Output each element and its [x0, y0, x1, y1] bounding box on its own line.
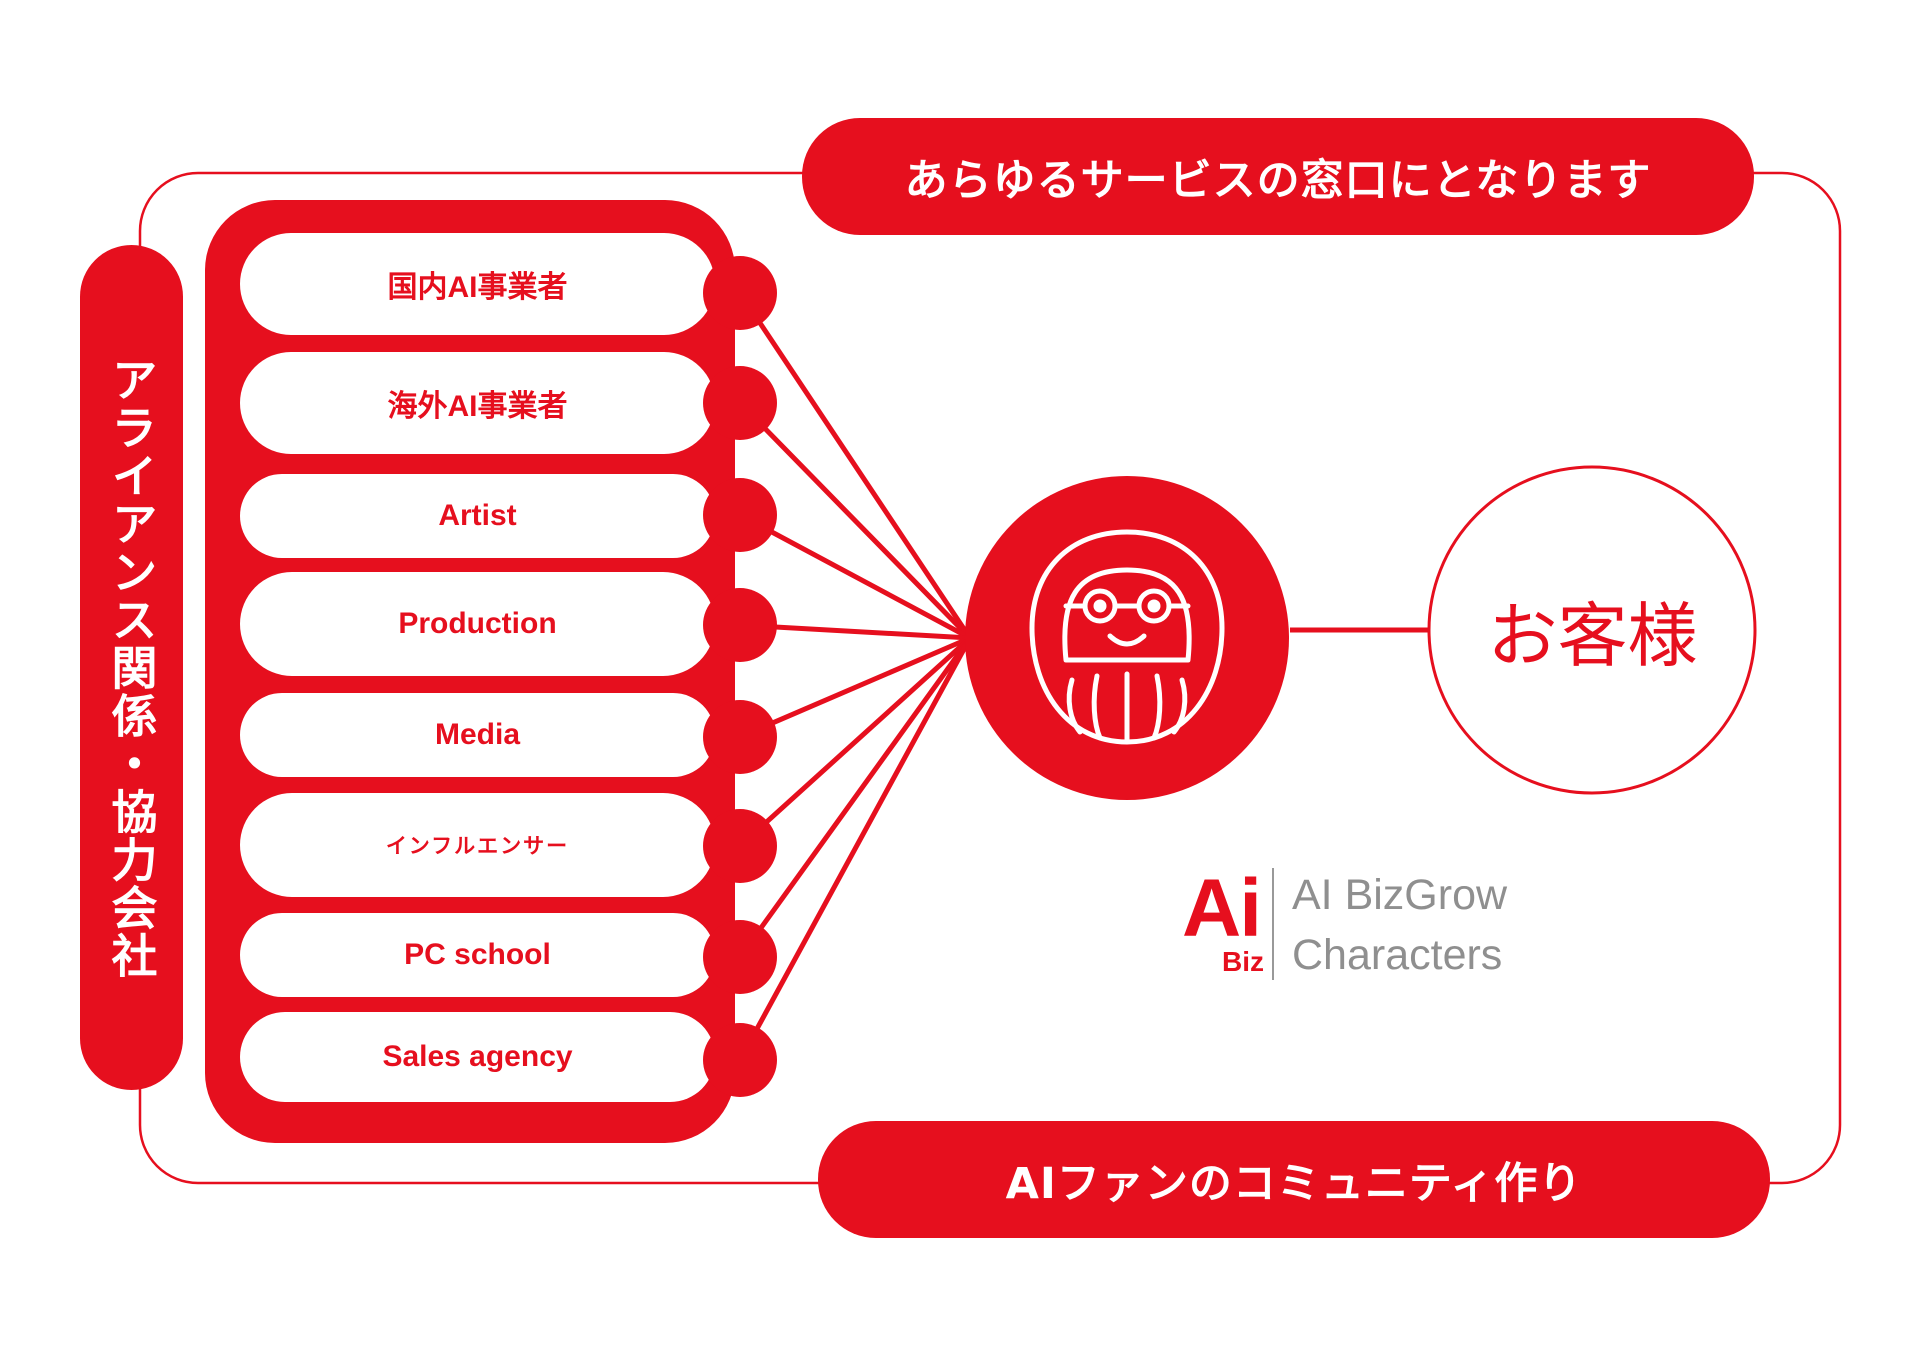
connector-node	[703, 478, 777, 552]
partner-label: 海外AI事業者	[387, 390, 568, 423]
logo-text-line1: AI BizGrow	[1292, 871, 1508, 919]
daruma-icon	[1029, 529, 1225, 745]
partner-label: インフルエンサー	[385, 835, 570, 858]
partner-label: PC school	[404, 938, 551, 971]
connector-node	[703, 920, 777, 994]
connector-node	[703, 588, 777, 662]
connector-lines	[737, 291, 973, 1062]
community-banner: AIファンのコミュニティ作り	[818, 1121, 1770, 1238]
connector-node	[703, 809, 777, 883]
connector-line	[739, 622, 971, 641]
hub-circle	[965, 476, 1289, 800]
logo-mark-ai: Ai	[1182, 863, 1262, 954]
partner-pill-artist: Artist	[240, 474, 715, 558]
connector-node	[703, 1023, 777, 1097]
connector-line	[739, 635, 971, 740]
partner-pill-overseas-ai: 海外AI事業者	[240, 352, 715, 454]
logo-text-line2: Characters	[1292, 931, 1503, 979]
partner-label: Production	[398, 607, 557, 640]
partner-label: Media	[434, 718, 521, 751]
connector-node	[703, 256, 777, 330]
community-banner-text: AIファンのコミュニティ作り	[1005, 1158, 1583, 1209]
connector-node	[703, 700, 777, 774]
logo-divider	[1272, 868, 1274, 980]
partner-pill-pc-school: PC school	[240, 913, 715, 997]
connector-line	[737, 636, 973, 1062]
connector-line	[737, 636, 973, 959]
service-window-banner-text: あらゆるサービスの窓口にとなります	[904, 155, 1652, 206]
connector-node	[703, 366, 777, 440]
partner-pill-media: Media	[240, 693, 715, 777]
service-window-banner: あらゆるサービスの窓口にとなります	[802, 118, 1754, 235]
partner-pill-influencer: インフルエンサー	[240, 793, 715, 897]
connector-line	[737, 291, 973, 640]
partner-label: 国内AI事業者	[387, 271, 568, 304]
partner-pill-domestic-ai: 国内AI事業者	[240, 233, 715, 335]
partner-pill-sales-agency: Sales agency	[240, 1012, 715, 1102]
logo-mark-biz: Biz	[1222, 946, 1264, 977]
alliance-label-text: アライアンス関係・協力会社	[104, 355, 159, 980]
partner-label: Artist	[438, 499, 517, 532]
connector-line	[738, 512, 972, 641]
partner-label: Sales agency	[382, 1040, 573, 1073]
alliance-label-pill: アライアンス関係・協力会社	[80, 245, 183, 1090]
partner-pill-production: Production	[240, 572, 715, 676]
connector-line	[738, 401, 972, 640]
customer-label: お客様	[1487, 594, 1698, 677]
customer-circle	[1427, 465, 1757, 795]
connector-line	[738, 636, 972, 848]
